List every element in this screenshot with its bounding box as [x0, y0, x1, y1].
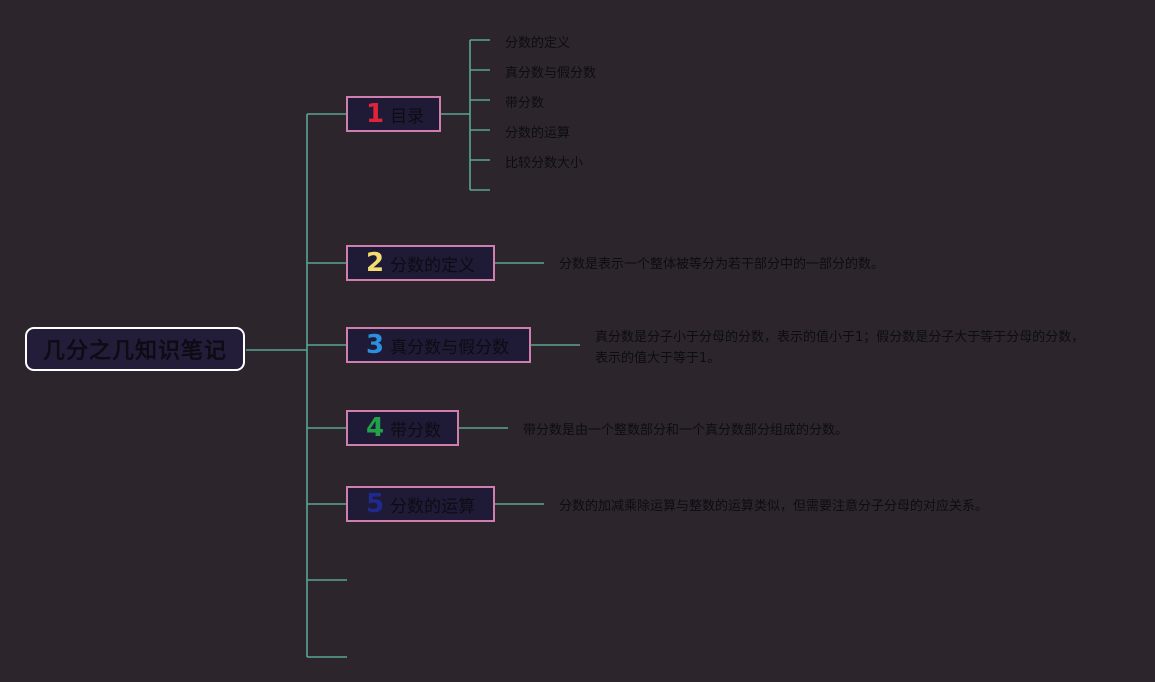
toc-item[interactable]: 比较分数大小 [505, 156, 584, 171]
root-node[interactable]: 几分之几知识笔记 [25, 327, 245, 371]
toc-item[interactable]: 真分数与假分数 [505, 66, 597, 81]
topic-label: 真分数与假分数 [390, 337, 510, 358]
toc-item[interactable]: 分数的定义 [505, 36, 571, 51]
topic-number: 1 [366, 99, 385, 129]
topic-operations[interactable]: 5 分数的运算 [346, 486, 495, 522]
topic-mixed[interactable]: 4 带分数 [346, 410, 459, 446]
topic-number: 5 [366, 489, 385, 519]
toc-item[interactable]: 分数的运算 [505, 126, 571, 141]
topic-label: 分数的运算 [390, 496, 476, 517]
topic-number: 2 [366, 248, 385, 278]
topic-number: 4 [366, 413, 385, 443]
topic-label: 目录 [390, 106, 425, 127]
topic-number: 3 [366, 330, 385, 360]
topic-label: 带分数 [390, 420, 442, 441]
definition-description: 分数是表示一个整体被等分为若干部分中的一部分的数。 [559, 257, 885, 272]
proper-improper-description: 真分数是分子小于分母的分数，表示的值小于1；假分数是分子大于等于分母的分数，表示… [595, 330, 1085, 366]
topic-label: 分数的定义 [390, 255, 476, 276]
operations-description: 分数的加减乘除运算与整数的运算类似，但需要注意分子分母的对应关系。 [559, 499, 989, 514]
toc-item[interactable]: 带分数 [505, 96, 545, 111]
mixed-description: 带分数是由一个整数部分和一个真分数部分组成的分数。 [523, 423, 849, 438]
topic-proper-improper[interactable]: 3 真分数与假分数 [346, 327, 531, 363]
root-title: 几分之几知识笔记 [42, 339, 227, 364]
topic-definition[interactable]: 2 分数的定义 [346, 245, 495, 281]
topic-toc[interactable]: 1 目录 [346, 96, 441, 132]
